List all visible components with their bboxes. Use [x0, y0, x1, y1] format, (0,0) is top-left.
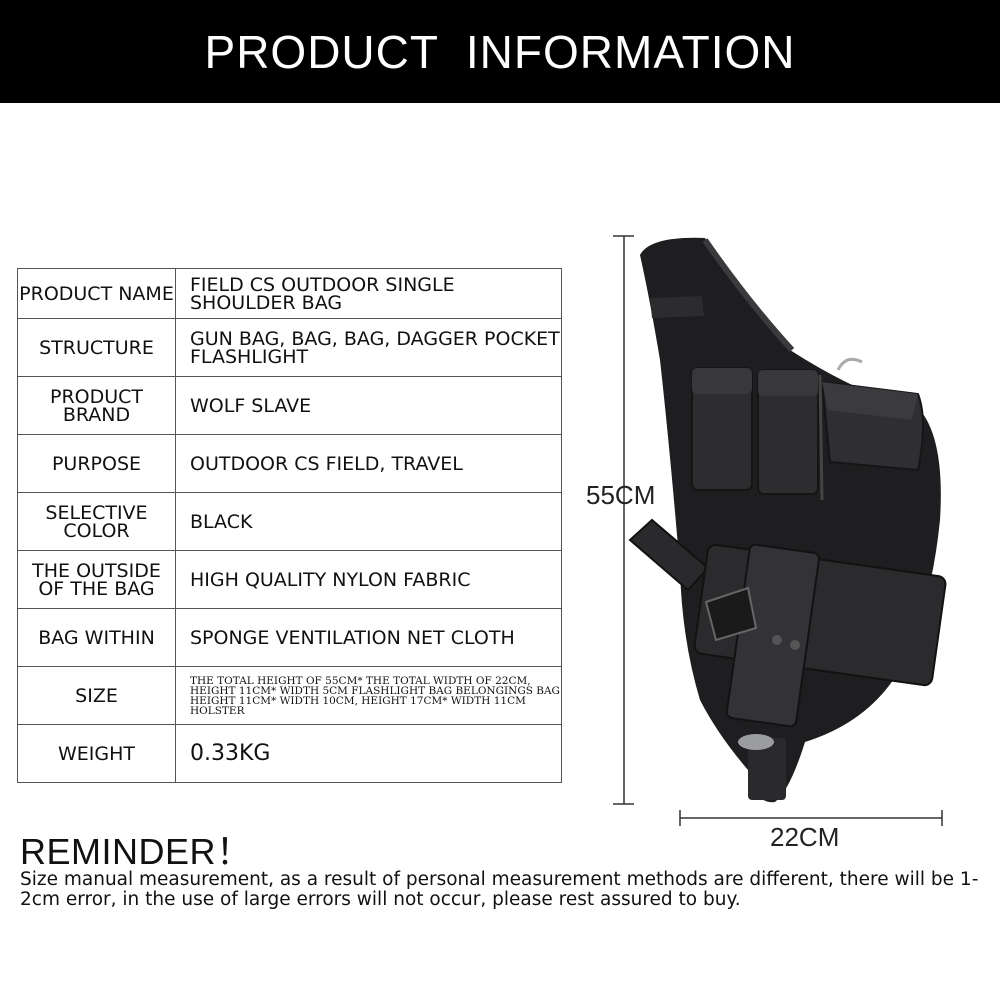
row-value: SPONGE VENTILATION NET CLOTH [175, 608, 562, 667]
row-value: OUTDOOR CS FIELD, TRAVEL [175, 434, 562, 493]
row-value: GUN BAG, BAG, BAG, DAGGER POCKET FLASHLI… [175, 318, 562, 377]
row-label: PRODUCT NAME [17, 268, 176, 319]
row-value: WOLF SLAVE [175, 376, 562, 435]
reminder-text: Size manual measurement, as a result of … [20, 869, 979, 910]
table-row: SIZE THE TOTAL HEIGHT OF 55CM* THE TOTAL… [17, 666, 562, 725]
reminder-title: REMINDER！ [20, 831, 253, 872]
table-row: THE OUTSIDE OF THE BAG HIGH QUALITY NYLO… [17, 550, 562, 609]
row-label: THE OUTSIDE OF THE BAG [17, 550, 176, 609]
height-label: 55CM [586, 480, 656, 510]
table-row: BAG WITHIN SPONGE VENTILATION NET CLOTH [17, 608, 562, 667]
height-dimension-line [613, 235, 634, 805]
table-row: PRODUCT NAME FIELD CS OUTDOOR SINGLE SHO… [17, 268, 562, 319]
row-value: BLACK [175, 492, 562, 551]
row-value: 0.33KG [175, 724, 562, 783]
table-row: PRODUCT BRAND WOLF SLAVE [17, 376, 562, 435]
product-info-table: PRODUCT NAME FIELD CS OUTDOOR SINGLE SHO… [17, 268, 562, 783]
row-value: THE TOTAL HEIGHT OF 55CM* THE TOTAL WIDT… [175, 666, 562, 725]
row-label: WEIGHT [17, 724, 176, 783]
table-row: PURPOSE OUTDOOR CS FIELD, TRAVEL [17, 434, 562, 493]
row-value: HIGH QUALITY NYLON FABRIC [175, 550, 562, 609]
row-label: PRODUCT BRAND [17, 376, 176, 435]
shoulder-bag-illustration [628, 237, 947, 803]
header-banner: PRODUCT INFORMATION [0, 0, 1000, 103]
table-row: SELECTIVE COLOR BLACK [17, 492, 562, 551]
row-label: BAG WITHIN [17, 608, 176, 667]
row-label: PURPOSE [17, 434, 176, 493]
page-title: PRODUCT INFORMATION [204, 25, 796, 78]
width-dimension-line [679, 810, 943, 826]
row-label: SIZE [17, 666, 176, 725]
width-label: 22CM [770, 822, 840, 852]
row-label: SELECTIVE COLOR [17, 492, 176, 551]
table-row: WEIGHT 0.33KG [17, 724, 562, 783]
row-value: FIELD CS OUTDOOR SINGLE SHOULDER BAG [175, 268, 562, 319]
table-row: STRUCTURE GUN BAG, BAG, BAG, DAGGER POCK… [17, 318, 562, 377]
row-label: STRUCTURE [17, 318, 176, 377]
